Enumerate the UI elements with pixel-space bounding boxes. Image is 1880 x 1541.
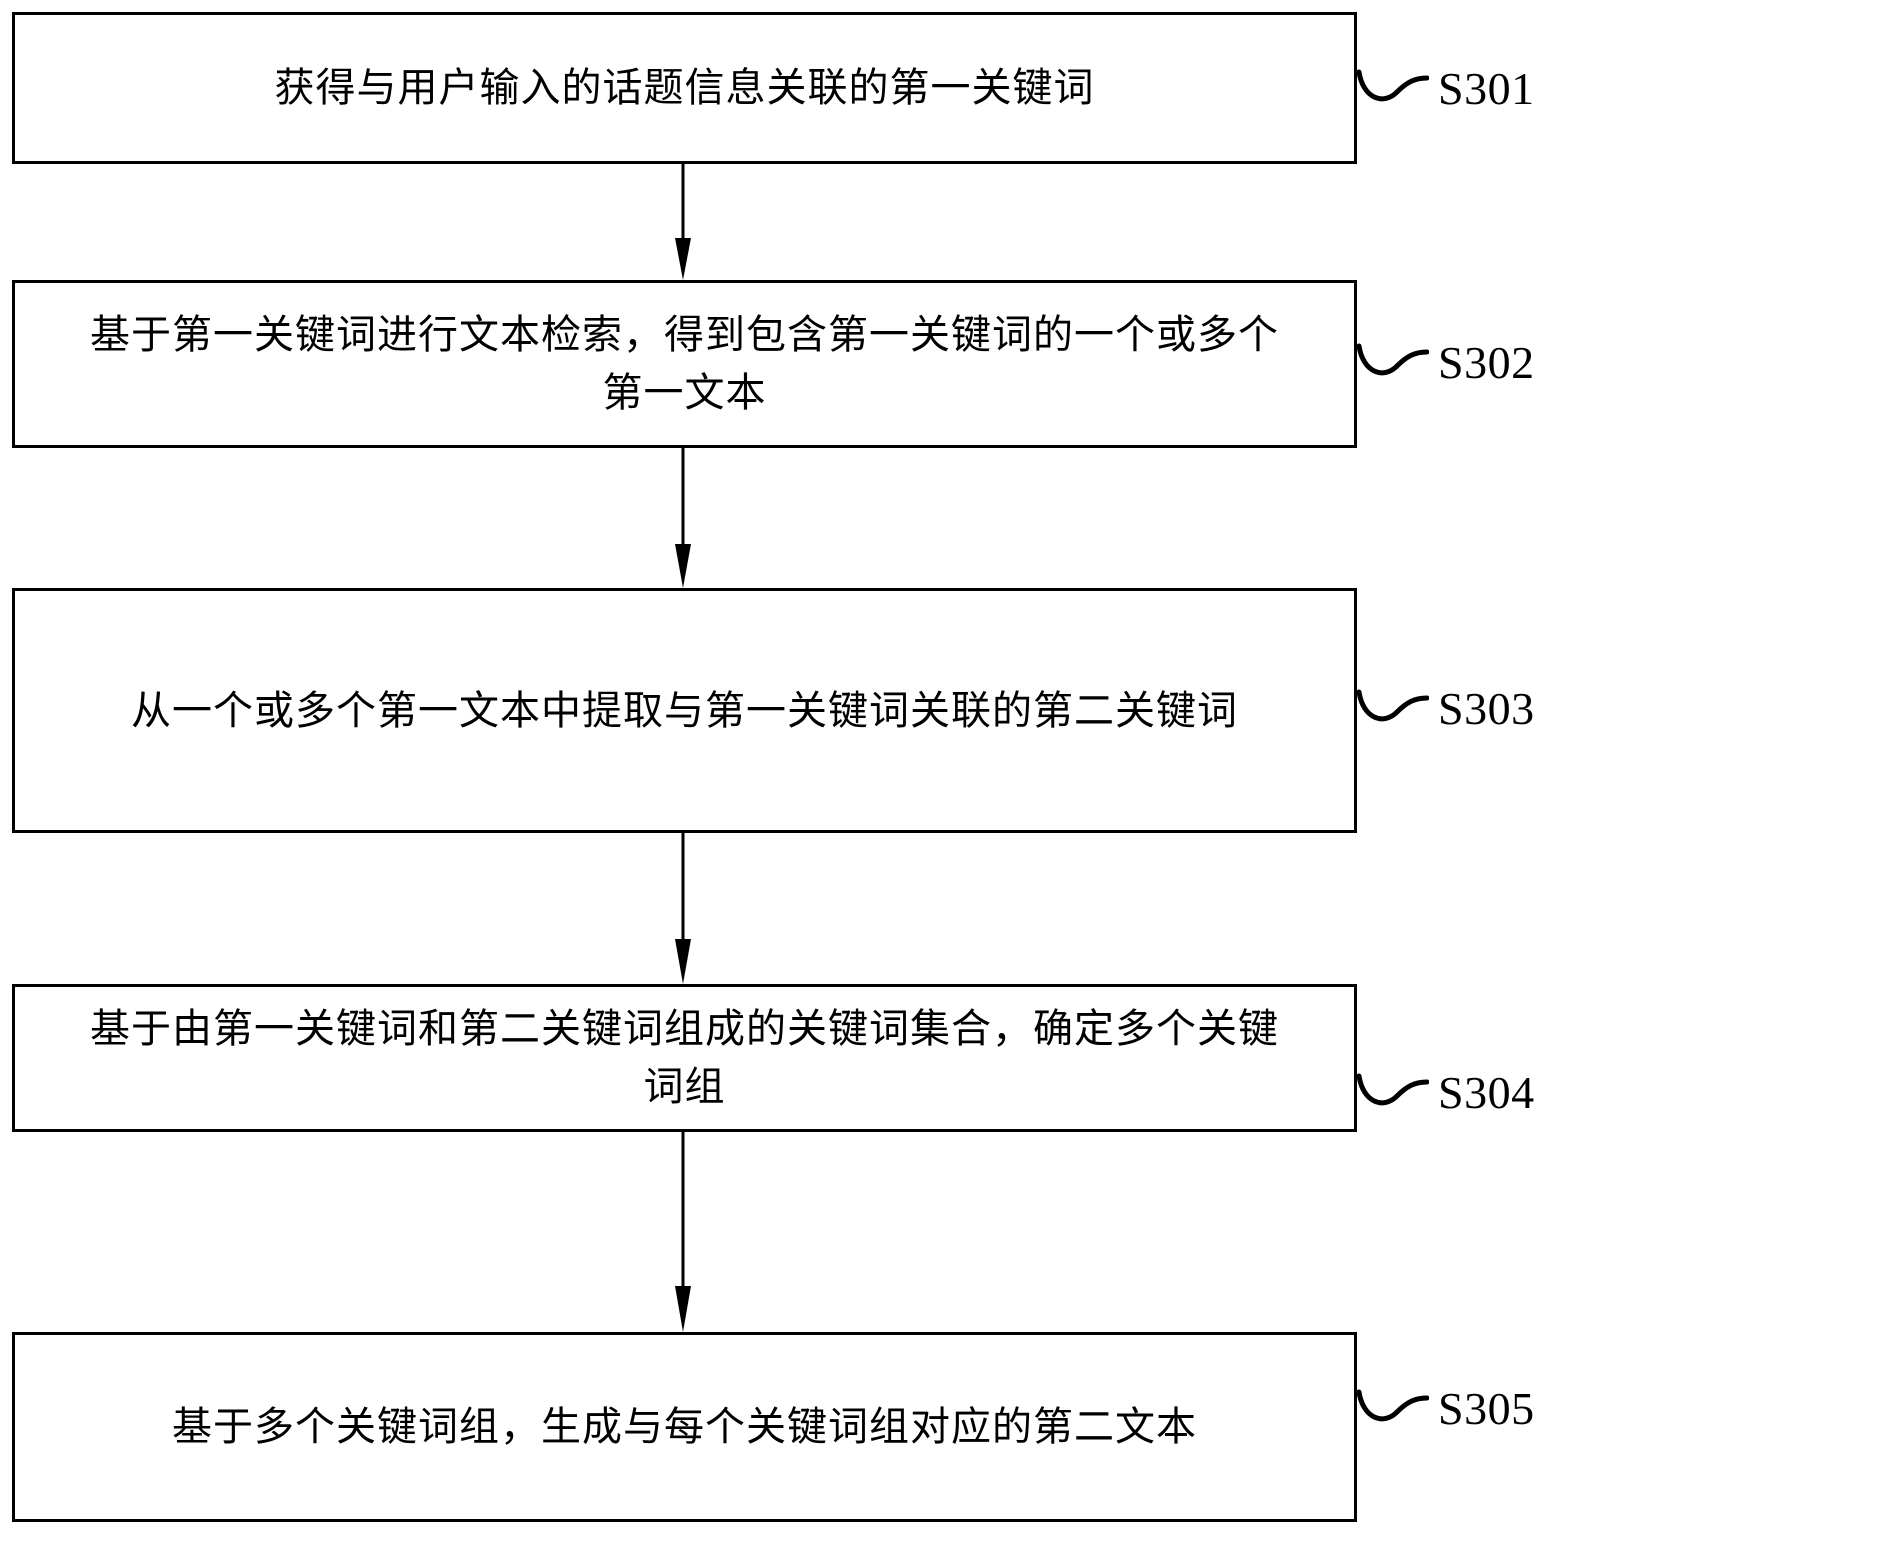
step-label-s303: S303 [1438,683,1535,734]
process-box-s304-text: 基于由第一关键词和第二关键词组成的关键词集合，确定多个关键 词组 [90,1006,1279,1109]
process-box-s305: 基于多个关键词组，生成与每个关键词组对应的第二文本 [12,1332,1357,1522]
connector-arrow-s301-s302 [663,164,703,280]
process-box-s301-text: 获得与用户输入的话题信息关联的第一关键词 [274,65,1095,110]
connector-arrow-s302-s303 [663,448,703,588]
process-box-s303: 从一个或多个第一文本中提取与第一关键词关联的第二关键词 [12,588,1357,833]
leader-squiggle-s304 [1356,1072,1430,1116]
step-label-s302: S302 [1438,337,1535,388]
process-box-s304: 基于由第一关键词和第二关键词组成的关键词集合，确定多个关键 词组 [12,984,1357,1132]
step-label-s304: S304 [1438,1067,1535,1118]
process-box-s302: 基于第一关键词进行文本检索，得到包含第一关键词的一个或多个 第一文本 [12,280,1357,448]
process-box-s302-text: 基于第一关键词进行文本检索，得到包含第一关键词的一个或多个 第一文本 [90,312,1279,415]
process-box-s305-text: 基于多个关键词组，生成与每个关键词组对应的第二文本 [172,1404,1197,1449]
connector-arrow-s303-s304 [663,833,703,984]
connector-arrow-s304-s305 [663,1132,703,1332]
leader-squiggle-s302 [1356,342,1430,386]
leader-squiggle-s301 [1356,68,1430,112]
process-box-s303-text: 从一个或多个第一文本中提取与第一关键词关联的第二关键词 [131,687,1238,733]
process-box-s301: 获得与用户输入的话题信息关联的第一关键词 [12,12,1357,164]
step-label-s305: S305 [1438,1383,1535,1434]
leader-squiggle-s305 [1356,1388,1430,1432]
leader-squiggle-s303 [1356,688,1430,732]
step-label-s301: S301 [1438,63,1535,114]
